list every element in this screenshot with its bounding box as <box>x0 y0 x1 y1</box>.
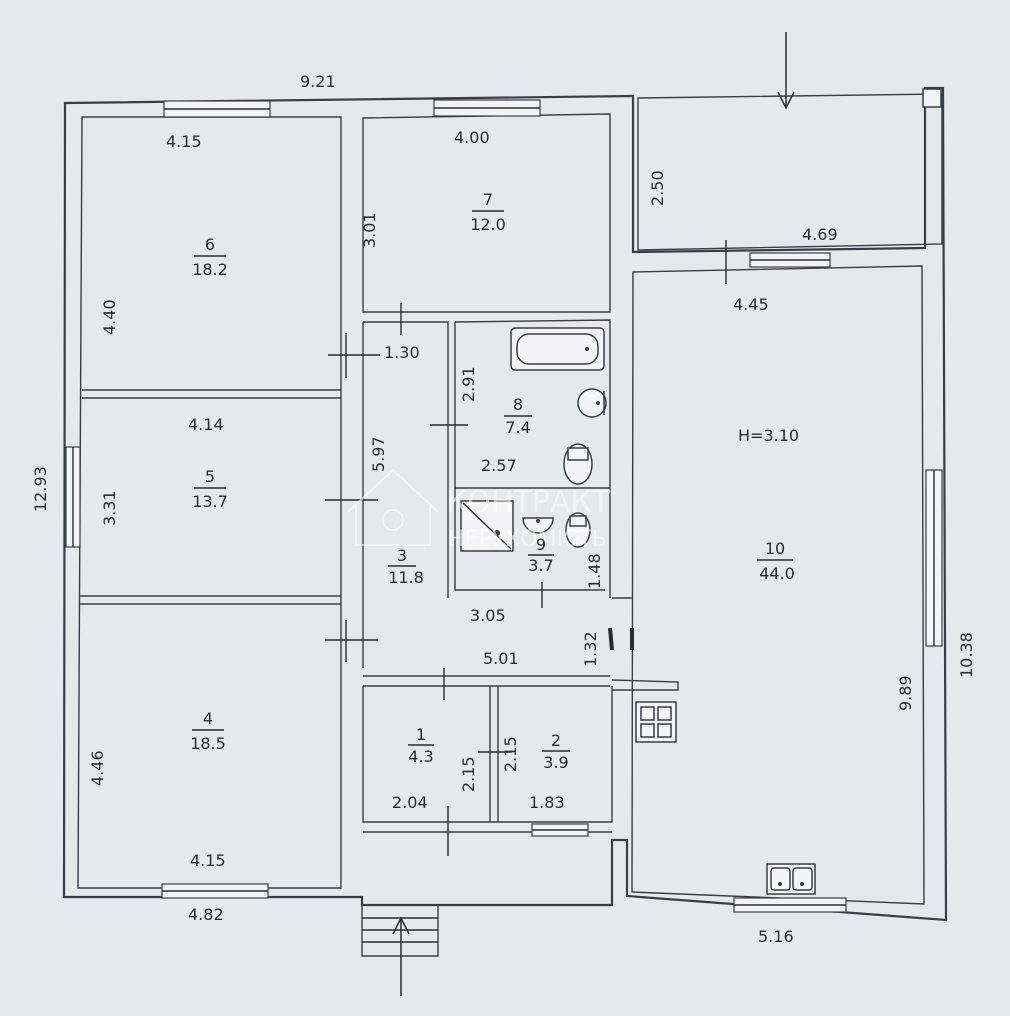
room-7-label: 7 12.0 <box>470 190 506 234</box>
svg-text:12.0: 12.0 <box>470 215 506 234</box>
entrance-steps-icon <box>361 905 439 957</box>
dim-hall-length: 5.01 <box>483 649 519 668</box>
bathtub-icon <box>510 327 605 371</box>
dim-overall-right: 10.38 <box>957 632 976 678</box>
dim-overall-left: 12.93 <box>31 466 50 512</box>
dim-room1-width: 2.04 <box>392 793 428 812</box>
corner-column-icon <box>922 88 942 108</box>
ceiling-height: H=3.10 <box>738 426 799 445</box>
stove-icon <box>635 701 677 743</box>
room-10-label: 10 44.0 <box>757 539 795 583</box>
svg-text:7.4: 7.4 <box>505 418 530 437</box>
room-3-label: 3 11.8 <box>388 546 424 587</box>
svg-text:1: 1 <box>416 725 426 744</box>
dim-room4-side: 4.46 <box>88 750 107 786</box>
svg-text:3.9: 3.9 <box>543 753 568 772</box>
room-5-label: 5 13.7 <box>192 467 228 511</box>
toilet-icon <box>563 443 593 485</box>
entrance-arrow-icon <box>777 32 795 110</box>
room-9-label: 9 3.7 <box>528 535 554 575</box>
svg-text:8: 8 <box>513 395 523 414</box>
svg-text:9: 9 <box>536 535 546 554</box>
svg-text:3.7: 3.7 <box>528 556 553 575</box>
dim-room5-top: 4.14 <box>188 415 224 434</box>
dim-room8-width: 2.57 <box>481 456 517 475</box>
sink-icon <box>577 388 607 418</box>
kitchen-sink-icon <box>766 863 816 895</box>
dim-hall-width: 3.05 <box>470 606 506 625</box>
dim-room10-side: 9.89 <box>896 675 915 711</box>
shower-tray-icon <box>460 500 514 552</box>
windows <box>65 99 943 913</box>
room-4-label: 4 18.5 <box>190 709 226 753</box>
room-1-label: 1 4.3 <box>408 725 434 766</box>
dim-room10-top: 4.45 <box>733 295 769 314</box>
dim-overall-bottom-right: 5.16 <box>758 927 794 946</box>
dim-room6-top: 4.15 <box>166 132 202 151</box>
svg-text:6: 6 <box>205 235 215 254</box>
svg-text:11.8: 11.8 <box>388 568 424 587</box>
svg-text:4: 4 <box>203 709 213 728</box>
svg-text:4.3: 4.3 <box>408 747 433 766</box>
svg-text:3: 3 <box>397 546 407 565</box>
svg-text:44.0: 44.0 <box>759 564 795 583</box>
door-marks <box>325 240 727 856</box>
svg-text:10: 10 <box>765 539 785 558</box>
svg-text:13.7: 13.7 <box>192 492 228 511</box>
dim-room2-width: 1.83 <box>529 793 565 812</box>
dim-corridor-length: 5.97 <box>369 436 388 472</box>
svg-text:5: 5 <box>205 467 215 486</box>
dim-porch-width: 4.69 <box>802 225 838 244</box>
room-2-label: 2 3.9 <box>542 731 570 772</box>
dim-room6-side: 4.40 <box>100 299 119 335</box>
svg-text:18.5: 18.5 <box>190 734 226 753</box>
dim-room4-bottom: 4.15 <box>190 851 226 870</box>
dim-room5-side: 3.31 <box>100 490 119 526</box>
dimension-labels: 9.21 12.93 10.38 4.82 5.16 4.15 4.40 4.1… <box>31 72 976 946</box>
dim-room9-side: 1.48 <box>585 553 604 589</box>
svg-text:2: 2 <box>551 731 561 750</box>
dim-room8-side: 2.91 <box>459 366 478 402</box>
dim-overall-top: 9.21 <box>300 72 336 91</box>
svg-text:7: 7 <box>483 190 493 209</box>
interior-walls <box>80 265 925 905</box>
room-8-label: 8 7.4 <box>504 395 532 437</box>
dim-room7-side: 3.01 <box>360 212 379 248</box>
svg-text:18.2: 18.2 <box>192 260 228 279</box>
small-toilet-icon <box>565 512 591 548</box>
dim-overall-bottom-left: 4.82 <box>188 905 224 924</box>
room-labels: 6 18.2 5 13.7 4 18.5 7 12.0 8 7.4 9 3.7 <box>190 190 799 772</box>
dim-room7-top: 4.00 <box>454 128 490 147</box>
entrance-arrow-bottom-icon <box>392 916 410 996</box>
dim-room1-side: 2.15 <box>459 756 478 792</box>
dim-corridor-width: 1.30 <box>384 343 420 362</box>
small-sink-icon <box>522 517 554 534</box>
watermark-line1: КОНТРАКТ <box>446 485 611 520</box>
dim-hall-side: 1.32 <box>581 631 600 667</box>
dim-porch-side: 2.50 <box>648 170 667 206</box>
dim-room2-side: 2.15 <box>501 736 520 772</box>
watermark-logo: КОНТРАКТ НЕРУХОМІСТЬ <box>347 468 611 552</box>
watermark-line2: НЕРУХОМІСТЬ <box>448 527 607 552</box>
room-6-label: 6 18.2 <box>192 235 228 279</box>
